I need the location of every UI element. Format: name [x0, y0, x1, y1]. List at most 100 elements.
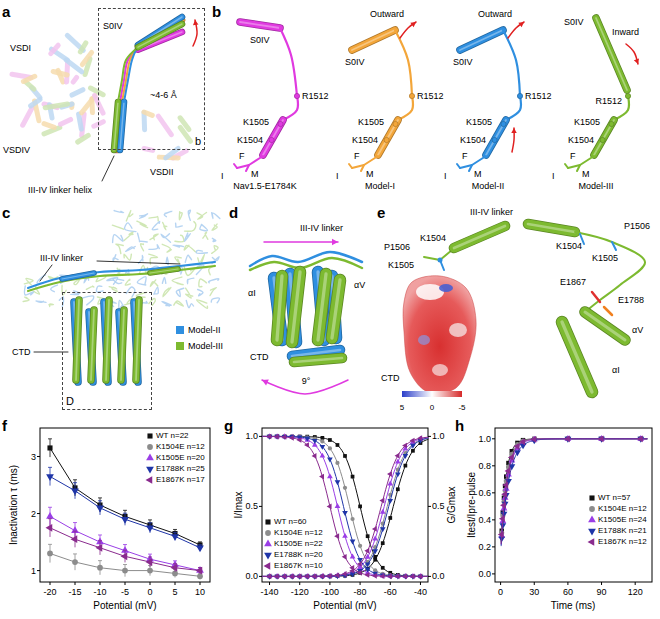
faint-ribbon — [36, 301, 46, 302]
leader-line — [97, 261, 180, 264]
faint-ribbon — [109, 287, 117, 289]
ribbon — [457, 164, 460, 168]
panel-b-models — [234, 18, 639, 171]
data-marker — [304, 437, 310, 442]
faint-helix — [144, 112, 152, 115]
tick-mark — [492, 546, 495, 547]
faint-helix — [82, 52, 91, 64]
structure-label: F — [570, 152, 576, 161]
faint-ribbon — [179, 212, 182, 220]
axis-title: Potential (mV) — [93, 601, 156, 611]
ribbon — [349, 164, 352, 168]
faint-ribbon — [141, 244, 144, 251]
data-marker — [328, 446, 332, 450]
structure-label: I — [221, 172, 224, 181]
faint-ribbon — [161, 234, 170, 242]
data-marker — [588, 516, 596, 523]
faint-ribbon — [198, 289, 203, 295]
residue-bead — [600, 137, 605, 142]
fit-curve — [501, 439, 647, 543]
error-bar — [148, 519, 152, 520]
legend-text: E1867K n=17 — [156, 476, 205, 484]
data-marker — [501, 491, 507, 498]
axis-tick-label: 0.2 — [478, 542, 491, 551]
helix — [294, 358, 342, 362]
panel-letter: d — [229, 205, 238, 220]
panel-letter: g — [224, 418, 233, 433]
faint-ribbon — [163, 288, 171, 297]
residue-bead — [384, 137, 389, 142]
data-marker — [499, 515, 505, 522]
faint-ribbon — [162, 302, 171, 306]
legend-text: E1788K n=21 — [598, 527, 647, 535]
structure-label: S0IV — [103, 22, 123, 31]
faint-ribbon — [116, 244, 123, 254]
zoom-region-box: b — [98, 8, 205, 150]
data-marker — [122, 568, 128, 574]
data-marker — [498, 531, 504, 538]
legend-text: E1867K n=12 — [598, 538, 647, 546]
tick-mark — [492, 438, 495, 439]
helix — [136, 300, 139, 380]
structure-label: I — [552, 172, 555, 181]
structure-label: III-IV linker — [300, 224, 343, 233]
ribbon — [395, 30, 412, 96]
faint-ribbon — [163, 222, 167, 229]
data-marker — [327, 504, 332, 510]
faint-ribbon — [210, 287, 216, 295]
data-marker — [304, 442, 309, 448]
panel-e-structure — [402, 224, 645, 397]
structure-label: P1506 — [384, 243, 410, 252]
helix — [277, 276, 282, 340]
helix — [62, 273, 94, 279]
data-marker — [281, 434, 286, 440]
structure-label: K1505 — [358, 118, 384, 127]
data-marker — [364, 548, 369, 554]
helix-highlight — [121, 310, 124, 380]
fit-curve — [262, 436, 428, 576]
faint-ribbon — [173, 245, 184, 247]
data-marker — [357, 561, 362, 567]
tick-mark — [100, 582, 101, 585]
axis-tick-label: -120 — [291, 588, 309, 597]
data-marker — [327, 458, 333, 463]
faint-ribbon — [176, 288, 184, 296]
faint-ribbon — [175, 257, 181, 264]
legend-text: E1788K n=20 — [274, 551, 323, 559]
structure-label: K1504 — [460, 136, 486, 145]
fit-curve — [501, 439, 647, 544]
faint-ribbon — [137, 277, 146, 285]
ribbon — [280, 28, 297, 96]
error-bar — [48, 507, 52, 508]
faint-ribbon — [188, 210, 190, 220]
residue-bead — [393, 121, 398, 126]
data-marker — [402, 443, 407, 449]
faint-ribbon — [209, 279, 219, 283]
helix — [136, 300, 139, 380]
data-marker — [500, 502, 506, 509]
legend-text: K1504E n=12 — [156, 443, 205, 451]
ribbon — [469, 165, 472, 171]
helix — [585, 312, 625, 340]
tick-mark — [390, 582, 391, 585]
faint-helix — [31, 99, 40, 105]
structure-label: P1506 — [624, 222, 650, 231]
tick-mark — [37, 513, 40, 514]
data-marker — [72, 559, 78, 565]
helix — [332, 280, 340, 338]
structure-label: F — [354, 152, 360, 161]
structure-label: VSDI — [10, 44, 31, 53]
axis-tick-label: 0.5 — [432, 502, 445, 511]
faint-ribbon — [212, 238, 215, 241]
structure-label: R1512 — [525, 92, 552, 101]
axis-tick-label: 0.6 — [478, 488, 491, 497]
helix — [138, 24, 182, 47]
tick-mark — [534, 582, 535, 585]
structure-label: K1505 — [592, 254, 618, 263]
helix — [585, 312, 625, 340]
legend-swatch — [176, 342, 184, 350]
error-bar — [148, 554, 152, 555]
error-bar — [123, 510, 127, 511]
panel-d-structure — [250, 239, 362, 394]
helix — [332, 280, 340, 338]
